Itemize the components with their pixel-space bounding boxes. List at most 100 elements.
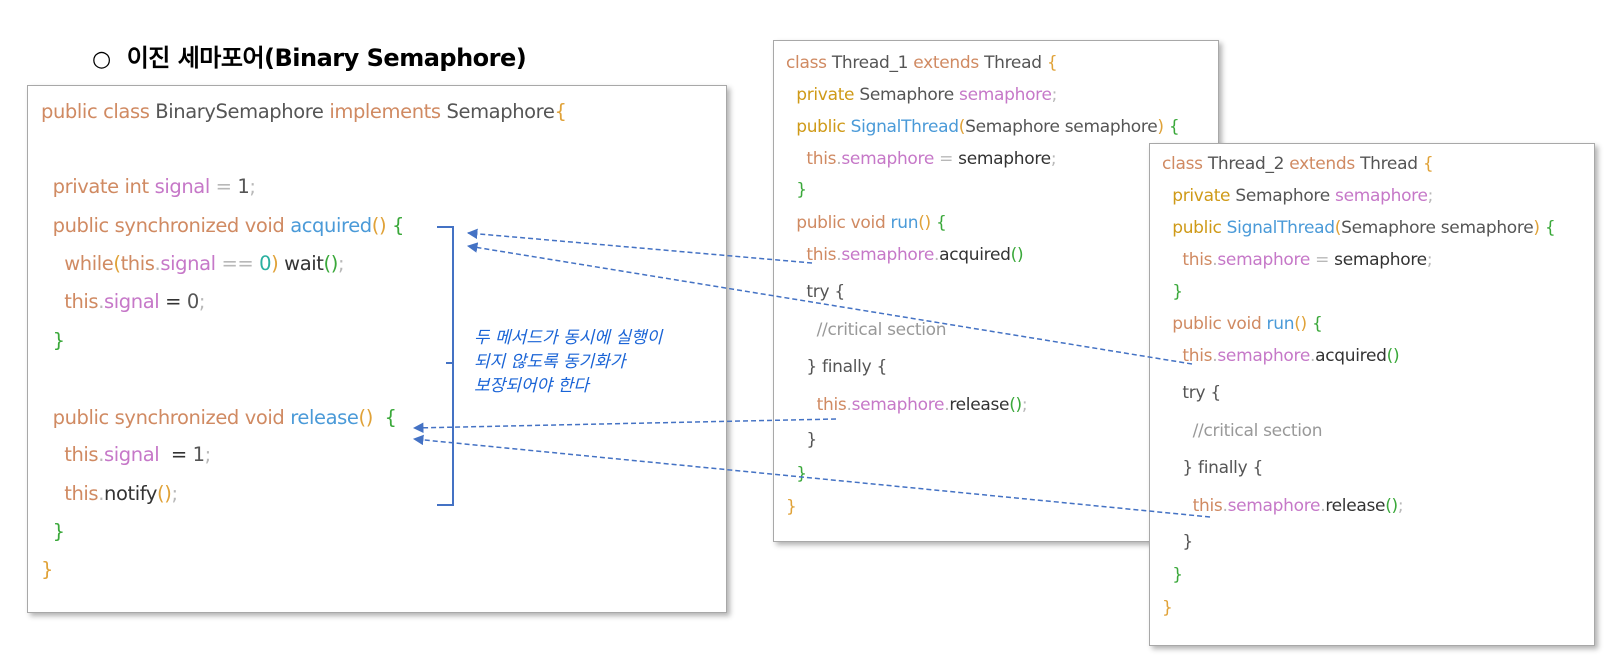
code-token: { [935, 213, 947, 233]
code-token: } [41, 558, 54, 581]
code-token: public synchronized void [41, 214, 291, 237]
code-line: } [786, 430, 817, 450]
code-token: ; [1426, 250, 1433, 270]
code-token: release [1325, 496, 1386, 516]
code-token: () [358, 406, 379, 429]
code-token: try { [786, 282, 845, 302]
code-token: ; [171, 482, 178, 505]
code-token: semaphore [958, 149, 1051, 169]
code-token: semaphore [959, 85, 1052, 105]
code-line: public class BinarySemaphore implements … [41, 100, 567, 123]
code-line: public SignalThread(Semaphore semaphore)… [786, 117, 1179, 137]
code-token: 1 [192, 443, 205, 466]
code-token: semaphore [841, 149, 940, 169]
code-token: ) [1533, 218, 1545, 238]
code-token: () [1010, 245, 1024, 265]
code-token: ) [271, 252, 285, 275]
code-line: //critical section [786, 320, 947, 340]
code-line: } [41, 558, 53, 581]
code-token: } [786, 430, 817, 450]
code-line: this.signal = 1; [41, 443, 211, 466]
code-token: . [98, 443, 104, 466]
code-token: . [98, 482, 104, 505]
code-token: class [1162, 154, 1208, 174]
code-line: this.signal = 0; [41, 290, 205, 313]
code-line: public void run() { [1162, 314, 1323, 334]
code-token: semaphore [841, 245, 934, 265]
code-token: = [939, 149, 959, 169]
code-token: () [1385, 496, 1398, 516]
annotation-line: 되지 않도록 동기화가 [474, 352, 626, 372]
annotation-line: 두 메서드가 동시에 실행이 [474, 328, 663, 348]
code-token: } [41, 520, 65, 543]
code-line: public void run() { [786, 213, 947, 233]
code-token: 0 [259, 252, 272, 275]
code-token: { [392, 214, 405, 237]
thread2-code-panel: class Thread_2 extends Thread { private … [1149, 143, 1595, 646]
heading-bullet: ○ [92, 47, 111, 72]
code-token: signal [104, 443, 171, 466]
code-token: semaphore [1227, 496, 1321, 516]
code-token: signal [154, 175, 216, 198]
code-token: Semaphore [859, 85, 960, 105]
code-token: acquired [1315, 346, 1387, 366]
code-line: this.semaphore = semaphore; [786, 149, 1056, 169]
code-line: //critical section [1162, 421, 1323, 441]
code-token: { [554, 100, 567, 123]
code-token: this [1162, 346, 1213, 366]
code-line: this.notify(); [41, 482, 178, 505]
code-token: this [41, 290, 99, 313]
code-token: public [1162, 218, 1227, 238]
code-token: } [1162, 598, 1173, 618]
code-line: } finally { [786, 357, 887, 377]
code-token: } [1162, 565, 1183, 585]
code-line: this.semaphore.acquired() [1162, 346, 1399, 366]
code-token: ; [1021, 395, 1028, 415]
code-token: Thread [1360, 154, 1423, 174]
code-token: ; [249, 175, 256, 198]
code-token: . [98, 290, 104, 313]
code-token: run [890, 213, 919, 233]
code-token: == [221, 252, 260, 275]
code-token: run [1266, 314, 1295, 334]
code-token: signal [160, 252, 222, 275]
code-token: wait [284, 252, 324, 275]
code-token: semaphore [851, 395, 945, 415]
code-line: public synchronized void release() { [41, 406, 397, 429]
code-token: { [1422, 154, 1434, 174]
code-token: public synchronized void [41, 406, 291, 429]
code-line: this.semaphore = semaphore; [1162, 250, 1432, 270]
code-token: ; [1051, 85, 1058, 105]
code-token: this [1162, 496, 1223, 516]
code-token: () [323, 252, 339, 275]
code-line: public synchronized void acquired() { [41, 214, 405, 237]
code-token: { [378, 406, 397, 429]
code-token: Thread [984, 53, 1047, 73]
code-token: Semaphore [1235, 186, 1336, 206]
code-token: this [786, 149, 837, 169]
code-token: acquired [939, 245, 1011, 265]
code-token: ; [337, 252, 345, 275]
code-token: ( [958, 117, 966, 137]
code-token: public void [1162, 314, 1267, 334]
code-token: { [1544, 218, 1556, 238]
code-token: . [154, 252, 161, 275]
code-token: } [1162, 282, 1183, 302]
code-token: this [786, 395, 847, 415]
code-token: 0 [186, 290, 199, 313]
code-line: } [1162, 565, 1183, 585]
code-token: public class [41, 100, 156, 123]
code-token: extends [913, 53, 985, 73]
code-token: . [846, 395, 852, 415]
code-line: this.semaphore.release(); [1162, 496, 1404, 516]
sync-annotation: 두 메서드가 동시에 실행이 되지 않도록 동기화가 보장되어야 한다 [474, 326, 662, 398]
heading-title: 이진 세마포어(Binary Semaphore) [126, 44, 527, 72]
code-line: } [786, 180, 807, 200]
code-token: . [1320, 496, 1326, 516]
code-token: . [1212, 346, 1218, 366]
code-line: try { [1162, 383, 1221, 403]
code-token: ) [1157, 117, 1169, 137]
code-token: () [157, 482, 172, 505]
code-token: () [371, 214, 392, 237]
code-line: } [1162, 532, 1193, 552]
